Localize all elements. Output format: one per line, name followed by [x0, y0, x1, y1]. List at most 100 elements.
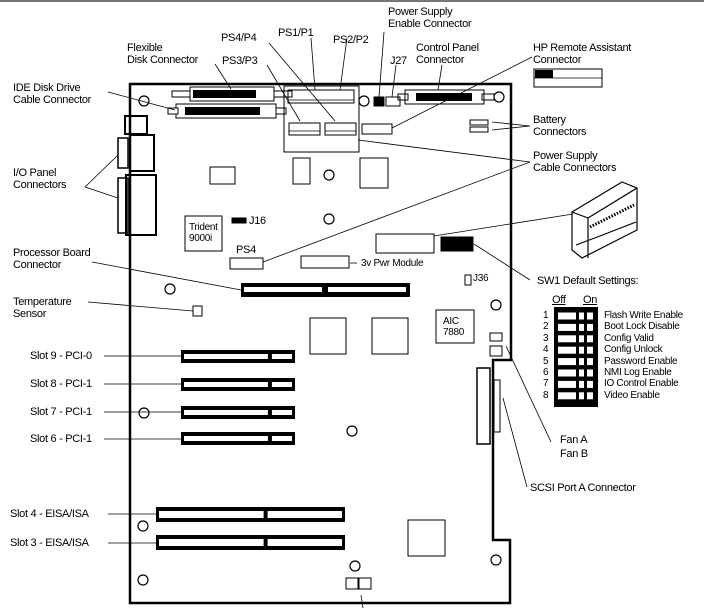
label-ps4-p4: PS4/P4	[221, 32, 257, 44]
slot-label: Slot 8 - PCI-1	[30, 378, 92, 390]
label-processor-board: Processor Board Connector	[13, 247, 91, 271]
switch-name: Flash Write Enable	[604, 310, 683, 321]
expansion-slot-pins	[159, 539, 264, 546]
ide-disk-connector	[167, 103, 287, 119]
sw1-illustration	[571, 181, 638, 259]
switch-position	[579, 369, 584, 377]
slot-label: Slot 7 - PCI-1	[30, 406, 92, 418]
expansion-slot-pins	[271, 436, 292, 441]
label-ps-cable: Power Supply Cable Connectors	[533, 150, 617, 174]
label-flexible-disk: Flexible Disk Connector	[127, 42, 198, 66]
label-j27: J27	[390, 55, 407, 67]
label-line: Control Panel	[416, 42, 479, 54]
trident-chip	[184, 215, 223, 252]
switch-name: NMI Log Enable	[604, 367, 672, 378]
label-line: Connector	[416, 54, 465, 66]
label-line: Flexible	[127, 42, 163, 54]
switch-number: 6	[543, 367, 549, 378]
processor-board-connector	[241, 283, 410, 297]
label-ps4: PS4	[236, 244, 256, 256]
expansion-slot-pins	[184, 354, 268, 359]
label-line: Processor Board	[13, 247, 91, 259]
fan-b-connector	[489, 345, 503, 357]
chip-bottom	[407, 519, 446, 557]
switch-position	[587, 346, 593, 354]
label-control-panel: Control Panel Connector	[416, 42, 479, 66]
misc-connector	[361, 123, 393, 135]
sw1-title: SW1 Default Settings:	[537, 275, 639, 287]
switch-position	[587, 358, 593, 366]
switch-number: 4	[543, 344, 549, 356]
label-line: Connector	[533, 54, 582, 66]
battery-connector-2	[469, 126, 489, 133]
leader-lines	[84, 31, 574, 608]
mounting-holes	[137, 91, 505, 586]
switch-toggle-off	[558, 369, 576, 377]
switch-position	[579, 380, 584, 388]
label-io-panel: I/O Panel Connectors	[13, 167, 67, 191]
sw1-switch	[440, 236, 474, 252]
switch-position	[579, 358, 584, 366]
label-j36: J36	[473, 273, 489, 284]
switch-position	[587, 312, 593, 320]
label-line: Connector	[13, 259, 62, 271]
switch-toggle-off	[558, 380, 576, 388]
window-top-border	[0, 0, 704, 2]
switch-name: Config Valid	[604, 332, 654, 344]
label-line: Disk Connector	[127, 54, 198, 66]
slot-label: Slot 3 - EISA/ISA	[10, 537, 89, 549]
label-fan: Fan A Fan B	[560, 433, 588, 461]
switch-toggle-off	[558, 358, 576, 366]
aic-7880-chip	[435, 309, 475, 344]
switch-position	[579, 392, 584, 400]
label-j16: J16	[249, 215, 266, 227]
label-ps3-p3: PS3/P3	[222, 55, 258, 67]
label-ide-disk: IDE Disk Drive Cable Connector	[13, 82, 91, 106]
switch-position	[587, 335, 593, 343]
switch-name: Password Enable	[604, 355, 678, 367]
slot-label: Slot 4 - EISA/ISA	[10, 508, 89, 520]
label-temp-sensor: Temperature Sensor	[13, 296, 72, 320]
expansion-slot-pins	[184, 436, 268, 441]
switch-number: 3	[543, 332, 549, 344]
chip-square-1	[309, 317, 347, 355]
j36-jumper	[464, 274, 472, 286]
switch-toggle-off	[558, 312, 576, 320]
label-hp-remote: HP Remote Assistant Connector	[533, 42, 631, 66]
label-line: Fan B	[560, 448, 588, 460]
expansion-slot-pins	[267, 539, 342, 546]
switch-number: 1	[543, 310, 549, 321]
sw1-off-label: Off	[552, 294, 566, 306]
expansion-slot-pins	[159, 511, 264, 518]
switch-position	[587, 369, 593, 377]
switch-position	[579, 323, 584, 331]
battery-connector-1	[469, 119, 489, 126]
switch-position	[579, 312, 584, 320]
expansion-slot-pins	[267, 511, 342, 518]
sw1-table-block	[554, 307, 598, 407]
label-line: HP Remote Assistant	[533, 42, 632, 54]
scsi-port-connector	[476, 367, 491, 445]
power-supply-region	[283, 85, 360, 153]
label-line: Cable Connector	[13, 94, 92, 106]
ps4-connector	[229, 257, 264, 270]
label-line: Power Supply	[533, 150, 598, 162]
pci-slots	[156, 350, 345, 550]
label-ps-enable: Power Supply Enable Connector	[388, 6, 472, 30]
expansion-slot-pins	[271, 382, 292, 387]
switch-number: 7	[543, 378, 549, 390]
switch-toggle-off	[558, 346, 576, 354]
label-ps1-p1: PS1/P1	[278, 27, 314, 39]
temp-sensor	[192, 305, 203, 317]
label-line: I/O Panel	[13, 167, 57, 179]
label-line: IDE Disk Drive	[13, 82, 81, 94]
j16-jumper	[231, 217, 247, 224]
label-line: Fan A	[560, 434, 588, 446]
label-line: Cable Connectors	[533, 162, 617, 174]
slot-label: Slot 9 - PCI-0	[30, 350, 92, 362]
fan-a-connector	[489, 332, 503, 342]
switch-name: IO Control Enable	[604, 378, 679, 390]
chip-small-2	[292, 157, 311, 185]
switch-number: 8	[543, 389, 549, 401]
